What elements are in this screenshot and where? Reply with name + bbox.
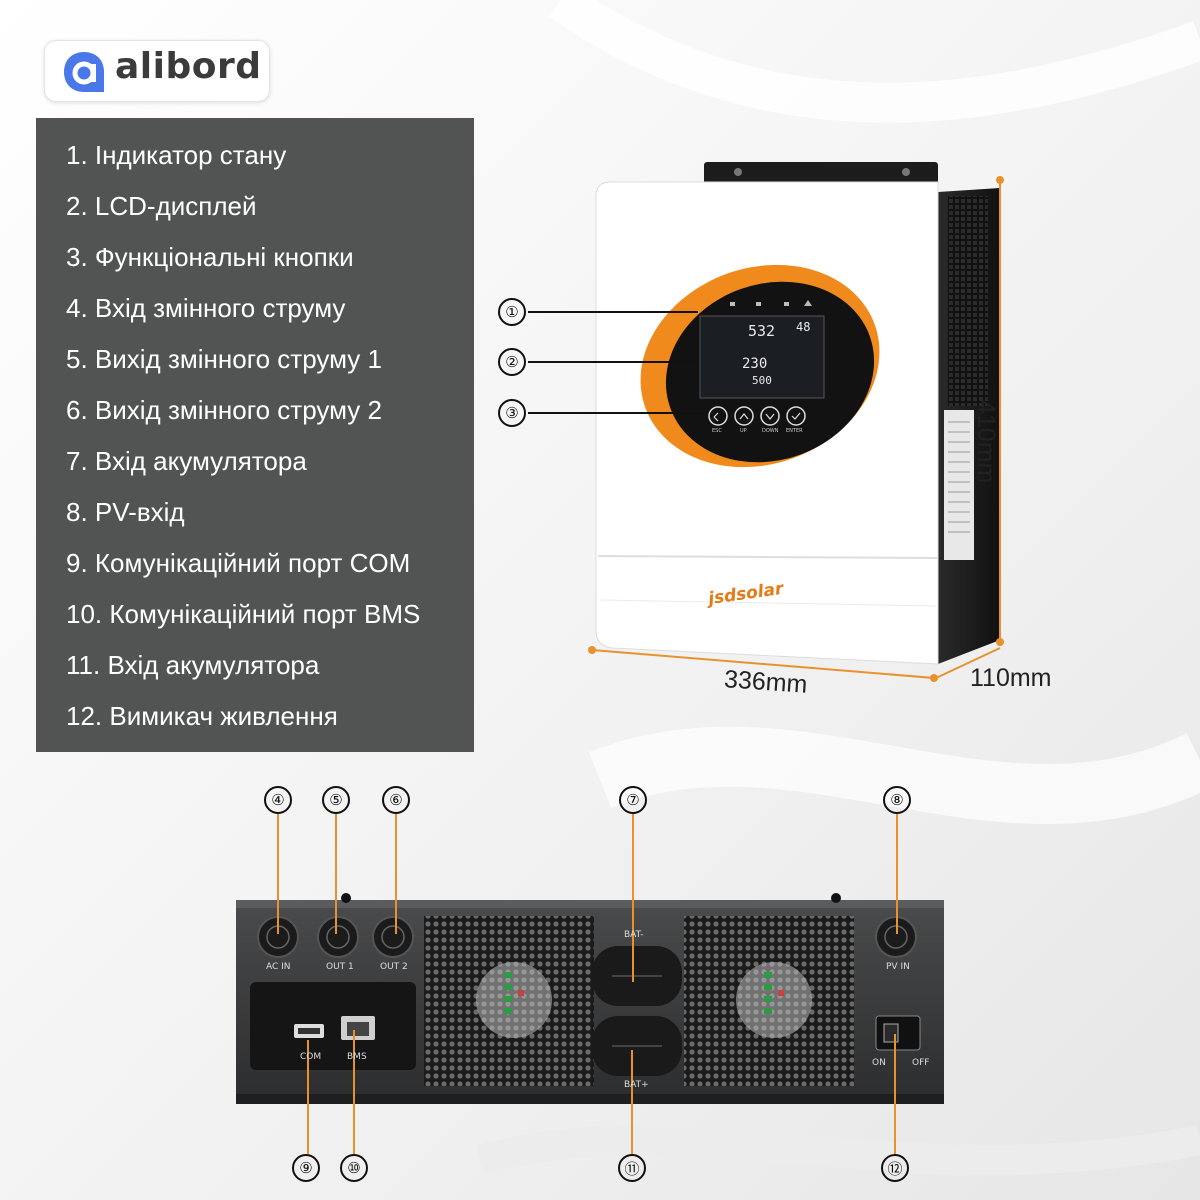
enter-label: ENTER — [786, 428, 803, 434]
com-port-label: COM — [300, 1052, 322, 1062]
callout-8: ⑧ — [883, 786, 911, 814]
ac-in-label: AC IN — [266, 962, 291, 972]
legend-item: 5. Вихід змінного струму 1 — [66, 344, 382, 374]
legend-item: 10. Комунікаційний порт BMS — [66, 599, 421, 629]
legend-item: 4. Вхід змінного струму — [66, 293, 346, 323]
lcd-top-right-value: 48 — [796, 320, 811, 334]
inverter-rear — [236, 814, 944, 1154]
legend-item: 7. Вхід акумулятора — [66, 446, 307, 476]
callout-10: ⑩ — [340, 1154, 368, 1182]
bms-port-label: BMS — [347, 1052, 367, 1062]
height-dimension: 410mm — [972, 400, 1000, 484]
callout-3: ③ — [498, 399, 526, 427]
legend-item: 12. Вимикач живлення — [66, 701, 338, 731]
feature-legend: 1. Індикатор стану 2. LCD-дисплей 3. Фун… — [36, 118, 474, 752]
callout-5: ⑤ — [322, 786, 350, 814]
lcd-bottom-value: 500 — [752, 374, 772, 387]
down-label: DOWN — [762, 428, 779, 434]
callout-2: ② — [498, 348, 526, 376]
up-label: UP — [740, 428, 747, 434]
out2-label: OUT 2 — [380, 962, 408, 972]
callout-7: ⑦ — [619, 786, 647, 814]
brand-logo: alibord — [44, 40, 270, 102]
callout-4: ④ — [264, 786, 292, 814]
depth-dimension: 110mm — [970, 664, 1052, 692]
pv-in-label: PV IN — [886, 962, 910, 972]
switch-on-label: ON — [872, 1058, 886, 1068]
callout-6: ⑥ — [382, 786, 410, 814]
alibord-logo-icon — [64, 52, 104, 92]
bat-minus-label: BAT- — [624, 930, 644, 940]
logo-text: alibord — [115, 46, 262, 87]
width-dimension: 336mm — [723, 665, 809, 699]
bat-plus-label: BAT+ — [624, 1080, 649, 1090]
legend-item: 9. Комунікаційний порт COM — [66, 548, 411, 578]
legend-item: 11. Вхід акумулятора — [66, 650, 320, 680]
dimension-lines — [591, 180, 1001, 679]
legend-item: 1. Індикатор стану — [66, 140, 287, 170]
out1-label: OUT 1 — [326, 962, 354, 972]
callout-11: ⑪ — [618, 1154, 646, 1182]
inverter-front — [528, 162, 1000, 665]
legend-item: 2. LCD-дисплей — [66, 191, 257, 221]
esc-label: ESC — [712, 428, 722, 434]
callout-1: ① — [498, 298, 526, 326]
legend-item: 6. Вихід змінного струму 2 — [66, 395, 382, 425]
legend-item: 8. PV-вхід — [66, 497, 185, 527]
callout-12: ⑫ — [881, 1154, 909, 1182]
lcd-mid-value: 230 — [742, 356, 768, 372]
switch-off-label: OFF — [912, 1058, 930, 1068]
legend-item: 3. Функціональні кнопки — [66, 242, 354, 272]
callout-9: ⑨ — [292, 1154, 320, 1182]
lcd-top-value: 532 — [748, 322, 776, 340]
